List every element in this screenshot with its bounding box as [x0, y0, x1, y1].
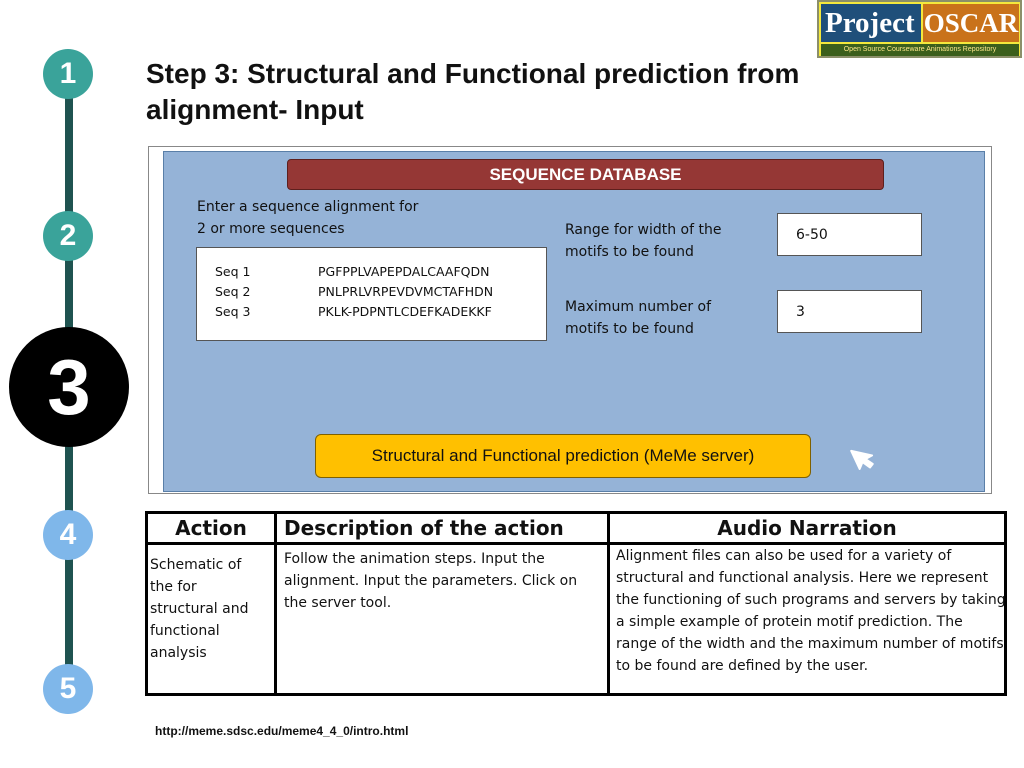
page-title: Step 3: Structural and Functional predic… — [146, 58, 800, 125]
sequence-name: Seq 3 — [215, 304, 251, 319]
header-audio-narration: Audio Narration — [717, 516, 897, 540]
motif-width-input[interactable] — [777, 213, 922, 256]
sequence-name: Seq 2 — [215, 284, 251, 299]
table-header-divider — [148, 542, 1004, 545]
header-description: Description of the action — [284, 516, 564, 540]
step-2-indicator[interactable]: 2 — [43, 211, 93, 261]
max-motifs-label: Maximum number of motifs to be found — [565, 299, 712, 337]
action-cell: Schematic of the for structural and func… — [150, 557, 249, 661]
pointer-cursor-icon — [850, 449, 874, 470]
project-oscar-logo: Project OSCAR Open Source Courseware Ani… — [817, 0, 1022, 58]
alignment-label: Enter a sequence alignment for 2 or more… — [197, 199, 419, 237]
step-3-indicator-current[interactable]: 3 — [9, 327, 129, 447]
max-motifs-input[interactable] — [777, 290, 922, 333]
logo-tagline: Open Source Courseware Animations Reposi… — [821, 44, 1019, 56]
table-divider — [607, 514, 610, 693]
description-cell: Follow the animation steps. Input the al… — [284, 551, 578, 611]
step-1-indicator[interactable]: 1 — [43, 49, 93, 99]
audio-narration-cell: Alignment files can also be used for a v… — [616, 548, 1006, 674]
logo-oscar-text: OSCAR — [923, 4, 1019, 42]
motif-width-label: Range for width of the motifs to be foun… — [565, 222, 722, 260]
table-divider — [274, 514, 277, 693]
sequence-value: PNLPRLVRPEVDVMCTAFHDN — [318, 284, 494, 299]
logo-project-text: Project — [821, 4, 921, 42]
alignment-input[interactable]: Seq 1 PGFPPLVAPEPDALCAAFQDN Seq 2 PNLPRL… — [196, 247, 547, 341]
narration-table: Action Description of the action Audio N… — [145, 511, 1007, 696]
sequence-value: PGFPPLVAPEPDALCAAFQDN — [318, 264, 490, 279]
header-action: Action — [175, 516, 247, 540]
footer-url[interactable]: http://meme.sdsc.edu/meme4_4_0/intro.htm… — [155, 724, 409, 738]
step-4-indicator[interactable]: 4 — [43, 510, 93, 560]
meme-server-button[interactable]: Structural and Functional prediction (Me… — [315, 434, 811, 478]
sequence-value: PKLK-PDPNTLCDEFKADEKKF — [318, 304, 492, 319]
sequence-name: Seq 1 — [215, 264, 251, 279]
sequence-database-button[interactable]: SEQUENCE DATABASE — [287, 159, 884, 190]
step-5-indicator[interactable]: 5 — [43, 664, 93, 714]
